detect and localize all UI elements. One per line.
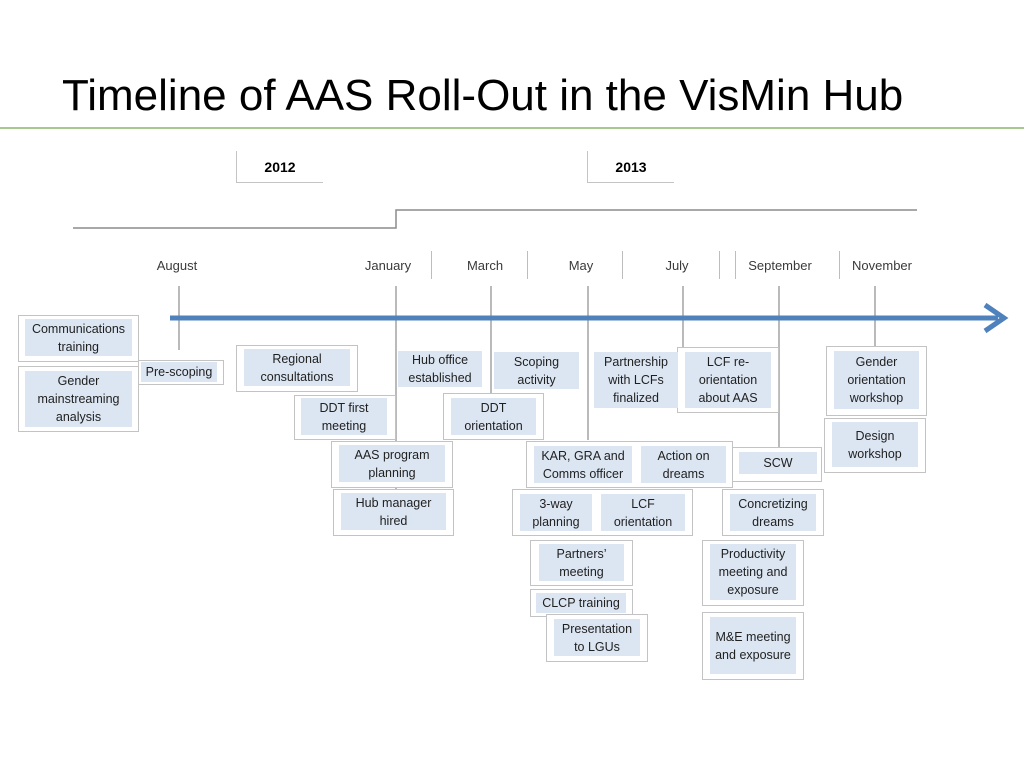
- month-separator: [719, 251, 720, 279]
- activity-design-workshop: Design workshop: [832, 422, 918, 467]
- activity-ddt-orientation: DDT orientation: [451, 398, 536, 435]
- month-july: July: [665, 257, 689, 273]
- activity-productivity-meeting-and-exposure: Productivity meeting and exposure: [710, 544, 796, 600]
- month-separator: [431, 251, 432, 279]
- month-january: January: [364, 257, 412, 273]
- activity-pre-scoping: Pre-scoping: [141, 362, 217, 382]
- activity-lcf-re-orientation-about-aas: LCF re-orientation about AAS: [685, 352, 771, 408]
- activity-me-meeting-and-exposure: M&E meeting and exposure: [710, 617, 796, 674]
- activity-scw: SCW: [739, 452, 817, 474]
- activity-aas-program-planning: AAS program planning: [339, 445, 445, 482]
- activity-partnership-with-lcfs-finalized: Partnership with LCFs finalized: [594, 352, 678, 408]
- activity-scoping-activity: Scoping activity: [494, 352, 579, 389]
- activity-gender-mainstreaming-analysis: Gender mainstreaming analysis: [25, 371, 132, 427]
- year-label-2012: 2012: [236, 151, 323, 183]
- title-underline: [0, 127, 1024, 129]
- month-separator: [622, 251, 623, 279]
- page-title: Timeline of AAS Roll-Out in the VisMin H…: [62, 71, 904, 120]
- activity-hub-manager-hired: Hub manager hired: [341, 493, 446, 530]
- activity-gender-orientation-workshop: Gender orientation workshop: [834, 351, 919, 409]
- activity-lcf-orientation: LCF orientation: [601, 494, 685, 531]
- activity-communications-training: Communications training: [25, 319, 132, 356]
- activity-hub-office-established: Hub office established: [398, 351, 482, 387]
- activity-presentation-to-lgus: Presentation to LGUs: [554, 619, 640, 656]
- activity-ddt-first-meeting: DDT first meeting: [301, 398, 387, 435]
- month-november: November: [852, 257, 912, 273]
- month-separator: [527, 251, 528, 279]
- activity-clcp-training: CLCP training: [536, 593, 626, 613]
- activity-partners-meeting: Partners’ meeting: [539, 544, 624, 581]
- month-separator: [735, 251, 736, 279]
- month-separator: [839, 251, 840, 279]
- activity-regional-consultations: Regional consultations: [244, 349, 350, 386]
- month-september: September: [748, 257, 812, 273]
- year-step-line: [73, 209, 917, 229]
- year-label-2013: 2013: [587, 151, 674, 183]
- activity-action-on-dreams: Action on dreams: [641, 446, 726, 483]
- activity-3-way-planning: 3-way planning: [520, 494, 592, 531]
- timeline-arrow-head: [983, 302, 1009, 334]
- month-august: August: [156, 257, 198, 273]
- month-may: May: [568, 257, 594, 273]
- month-march: March: [466, 257, 504, 273]
- activity-concretizing-dreams: Concretizing dreams: [730, 494, 816, 531]
- activity-kar-gra-comms-officer: KAR, GRA and Comms officer: [534, 446, 632, 483]
